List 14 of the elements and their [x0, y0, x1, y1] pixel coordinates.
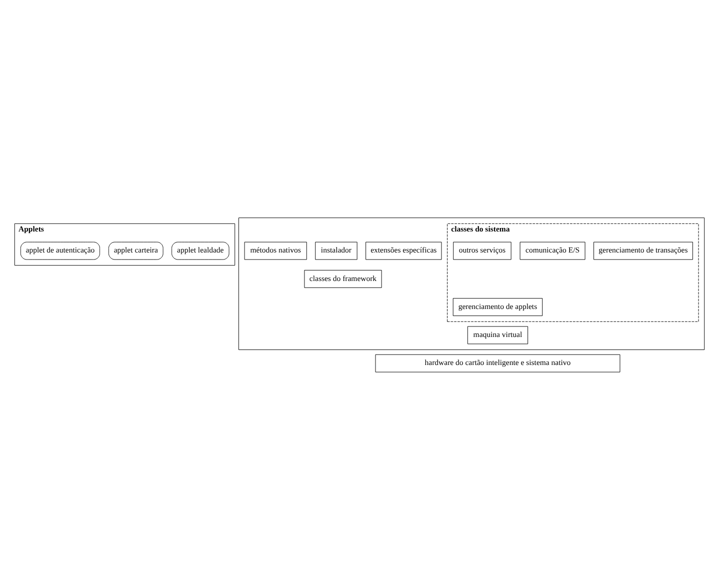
node-box: gerenciamento de transações: [594, 242, 693, 260]
cluster: [238, 218, 705, 350]
node-box: applet lealdade: [172, 242, 230, 260]
node-box: métodos nativos: [244, 242, 307, 260]
node-box: classes do framework: [304, 270, 382, 288]
node-box: outros serviços: [453, 242, 512, 260]
node-box: gerenciamento de applets: [452, 298, 543, 316]
node-box: maquina virtual: [467, 326, 528, 344]
node-box: hardware do cartão inteligente e sistema nativo: [375, 354, 620, 372]
node-box: instalador: [315, 242, 358, 260]
node-box: applet de autenticação: [20, 242, 100, 260]
node-box: comunicação E/S: [520, 242, 586, 260]
node-box: extensões específicas: [366, 242, 442, 260]
node-box: applet carteira: [108, 242, 164, 260]
